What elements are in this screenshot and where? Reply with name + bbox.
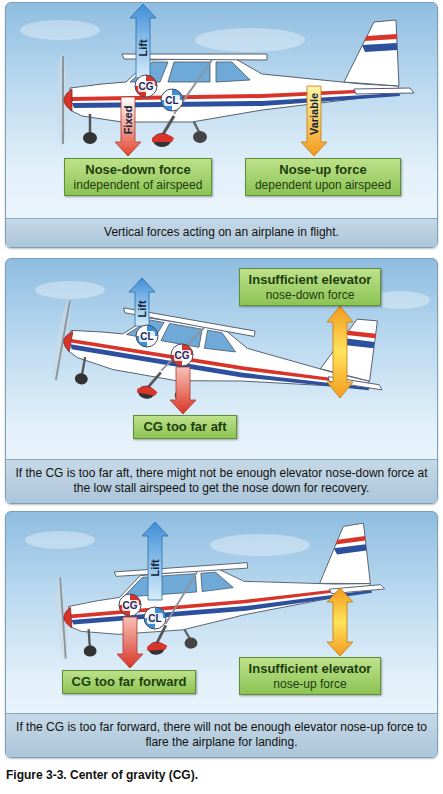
cloud (25, 531, 95, 549)
marker-text: CL (147, 613, 162, 624)
cl-marker: CL (135, 324, 159, 348)
arrow-label: Variable (309, 93, 320, 135)
variable-force-arrow (301, 86, 327, 156)
marker-text: CL (164, 95, 179, 106)
elevator-force-arrow (327, 588, 353, 656)
fixed-force-arrow (115, 97, 141, 156)
airplane-level (57, 20, 414, 147)
cloud (20, 20, 100, 40)
arrow-label: Fixed (123, 106, 134, 135)
caption-band: If the CG is too far aft, there might no… (6, 459, 437, 503)
cloud (210, 534, 310, 556)
cloud (370, 291, 430, 309)
box-heading: Insufficient elevator (249, 661, 372, 677)
caption-text: If the CG is too far forward, there will… (12, 720, 431, 751)
cg-marker: CG (170, 343, 194, 367)
cl-marker: CL (143, 606, 167, 630)
arrow-label: Lift (150, 559, 161, 576)
caption-band: If the CG is too far forward, there will… (6, 713, 437, 757)
box-text: independent of airspeed (74, 178, 203, 192)
marker-text: CG (138, 81, 155, 92)
airplane-nose-high (50, 267, 394, 439)
force-box: CG too far forward (62, 670, 197, 694)
clouds (20, 20, 430, 556)
lift-arrow (129, 278, 155, 326)
cloud (195, 28, 305, 52)
box-heading: Insufficient elevator (249, 272, 372, 288)
scene-panel: Insufficient elevatornose-down forceCL CG… (5, 258, 438, 504)
marker-text: CL (139, 331, 154, 342)
arrow-label: Lift (138, 39, 149, 56)
elevator-force-arrow (327, 306, 353, 398)
box-heading: Nose-down force (74, 162, 203, 178)
marker-text: CG (122, 600, 139, 611)
lift-arrow (142, 522, 168, 600)
cg-marker: CG (134, 74, 158, 98)
figure-caption: Figure 3-3. Center of gravity (CG). (6, 768, 198, 782)
marker-outline (119, 594, 141, 616)
force-box: Nose-down forceindependent of airspeed (64, 158, 213, 196)
marker-outline (135, 75, 157, 97)
box-heading: CG too far aft (143, 419, 226, 435)
force-box: Insufficient elevatornose-down force (239, 268, 382, 306)
airplane-nose-low (52, 522, 388, 661)
box-text: dependent upon airspeed (255, 178, 391, 192)
marker-outline (144, 607, 166, 629)
caption-band: Vertical forces acting on an airplane in… (6, 218, 437, 247)
cg-marker: CG (118, 593, 142, 617)
caption-text: If the CG is too far aft, there might no… (12, 466, 431, 497)
box-text: nose-up force (249, 677, 372, 691)
marker-outline (171, 344, 193, 366)
caption-text: Vertical forces acting on an airplane in… (12, 225, 431, 241)
marker-text: CG (174, 350, 191, 361)
arrow-label: Lift (137, 300, 148, 317)
force-box: CG too far aft (133, 415, 236, 439)
force-box: Insufficient elevatornose-up force (239, 657, 382, 695)
marker-outline (136, 325, 158, 347)
weight-arrow (117, 617, 143, 668)
marker-outline (161, 89, 183, 111)
cl-marker: CL (160, 88, 184, 112)
lift-arrow (130, 4, 156, 78)
weight-arrow (170, 367, 196, 414)
box-heading: CG too far forward (72, 674, 187, 690)
force-box: Nose-up forcedependent upon airspeed (245, 158, 401, 196)
box-heading: Nose-up force (255, 162, 391, 178)
box-text: nose-down force (249, 288, 372, 302)
cloud (35, 281, 105, 299)
scene-panel: CG CL CG too far forward Insufficient eleva… (5, 511, 438, 758)
scene-panel: CG CL Nose-down forceindependent of airspe… (5, 2, 438, 248)
